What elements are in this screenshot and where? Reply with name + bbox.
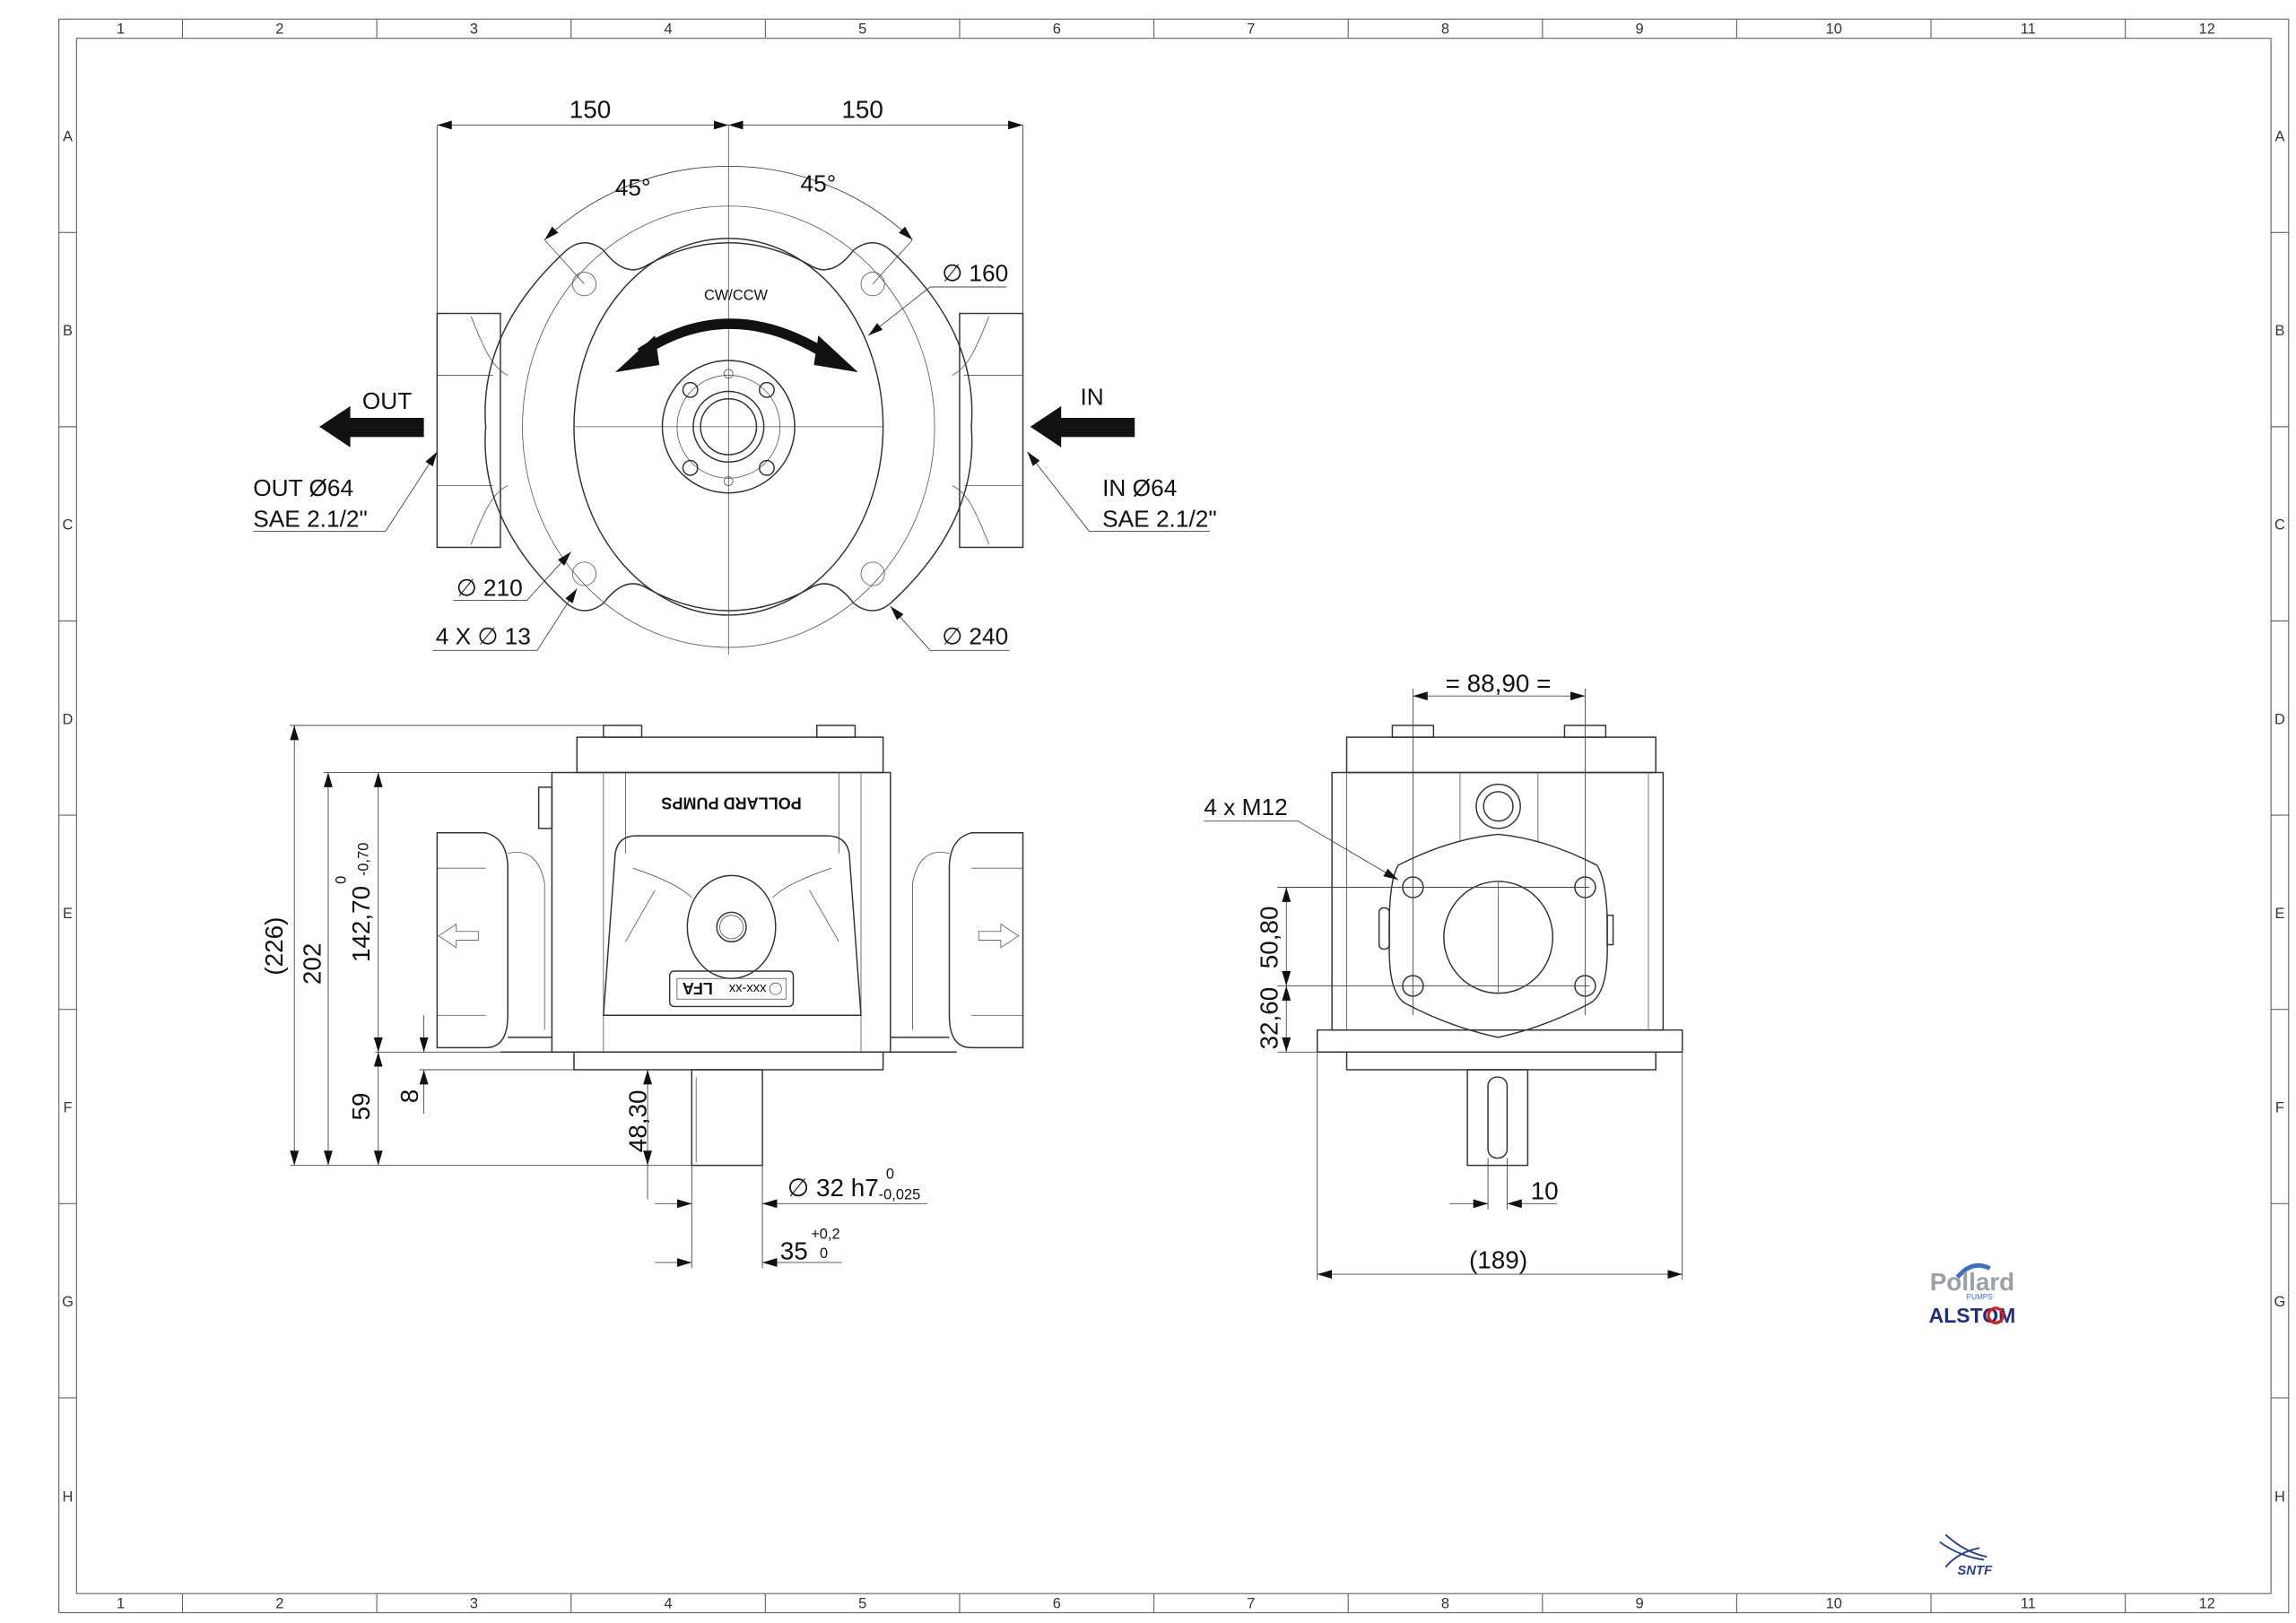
bottom-column-label: 8	[1441, 1596, 1449, 1612]
alstom-logo: ALSTOM	[1929, 1304, 2016, 1327]
in-port-diameter: IN Ø64	[1102, 474, 1177, 501]
out-label: OUT	[362, 387, 412, 414]
top-column-label: 10	[1826, 22, 1842, 38]
out-arrow-icon	[319, 405, 424, 447]
top-column-label: 8	[1441, 22, 1449, 38]
out-port-sae: SAE 2.1/2"	[253, 505, 368, 532]
right-row-label: E	[2274, 906, 2284, 922]
top-column-label: 9	[1636, 22, 1644, 38]
bottom-column-label: 11	[2021, 1596, 2036, 1612]
top-view: 150 150 45° 45° CW/CCW	[253, 95, 1217, 655]
dim-d160: ∅ 160	[942, 259, 1008, 286]
right-row-label: B	[2274, 323, 2284, 339]
dim-226: (226)	[260, 917, 288, 976]
top-column-label: 1	[117, 22, 125, 38]
right-row-label: A	[2274, 129, 2284, 145]
left-row-label: H	[63, 1489, 74, 1506]
dim-35-tol-lower: 0	[820, 1245, 828, 1262]
dim-59: 59	[347, 1093, 375, 1121]
top-column-label: 12	[2199, 22, 2215, 38]
dim-50-80: 50,80	[1255, 906, 1283, 968]
dim-35-tol-upper: +0,2	[811, 1227, 839, 1243]
left-row-label: B	[63, 323, 73, 339]
dim-d240: ∅ 240	[942, 623, 1008, 650]
angle-45-left: 45°	[615, 174, 651, 201]
left-row-label: D	[63, 711, 74, 727]
top-column-label: 5	[858, 22, 866, 38]
top-column-label: 3	[470, 22, 478, 38]
dim-88-90: = 88,90 =	[1446, 669, 1552, 697]
side-view: = 88,90 = 4 x M12 50,80 32,60 10 (189)	[1204, 669, 1683, 1280]
front-view: POLLARD PUMPS xxx-xx LFA (226) 202 142,7…	[260, 725, 1024, 1269]
dim-32-60: 32,60	[1255, 987, 1283, 1050]
right-row-label: H	[2274, 1489, 2285, 1506]
dim-d210: ∅ 210	[457, 575, 523, 602]
sntf-logo: SNTF	[1939, 1533, 1994, 1578]
svg-text:PUMPS: PUMPS	[1967, 1293, 1994, 1301]
left-row-label: C	[63, 517, 74, 534]
dim-holes: 4 X ∅ 13	[436, 623, 531, 650]
left-row-label: G	[62, 1294, 74, 1310]
dim-150-left: 150	[570, 95, 612, 123]
angle-45-right: 45°	[801, 169, 837, 196]
right-row-label: G	[2274, 1294, 2286, 1310]
left-row-label: F	[63, 1100, 72, 1116]
shaft-tol-lower: -0,025	[879, 1186, 921, 1202]
bottom-column-label: 12	[2199, 1596, 2215, 1612]
right-row-label: D	[2274, 711, 2285, 727]
top-column-label: 11	[2021, 22, 2036, 38]
dim-142-tol-lower: -0,70	[355, 843, 371, 876]
top-column-label: 4	[664, 22, 672, 38]
bottom-column-label: 4	[664, 1596, 672, 1612]
in-label: IN	[1081, 383, 1104, 410]
plate-code: xxx-xx	[728, 981, 766, 995]
bottom-column-label: 6	[1053, 1596, 1061, 1612]
top-column-label: 2	[275, 22, 283, 38]
shaft-tol-upper: 0	[886, 1166, 894, 1182]
svg-text:SNTF: SNTF	[1958, 1564, 1994, 1578]
svg-text:ALSTOM: ALSTOM	[1929, 1304, 2016, 1327]
bottom-column-label: 1	[117, 1596, 125, 1612]
bottom-column-label: 5	[858, 1596, 866, 1612]
dim-142-70: 142,70	[347, 886, 375, 962]
left-row-label: E	[63, 906, 73, 922]
dim-150-right: 150	[841, 95, 883, 123]
brand-embossing: POLLARD PUMPS	[661, 794, 801, 812]
rotation-label: CW/CCW	[704, 288, 769, 304]
bottom-column-label: 7	[1247, 1596, 1255, 1612]
in-port-sae: SAE 2.1/2"	[1102, 505, 1217, 532]
in-arrow-icon	[1030, 405, 1135, 447]
top-column-label: 6	[1053, 22, 1061, 38]
rotation-arrow-icon	[637, 318, 827, 358]
top-column-label: 7	[1247, 22, 1255, 38]
dim-35: 35	[780, 1237, 808, 1265]
plate-model: LFA	[683, 979, 713, 997]
dim-8: 8	[396, 1089, 423, 1104]
left-row-label: A	[63, 129, 73, 145]
dim-48-30: 48,30	[623, 1090, 651, 1153]
bottom-column-label: 3	[470, 1596, 478, 1612]
bottom-column-label: 10	[1826, 1596, 1842, 1612]
bottom-column-label: 2	[275, 1596, 283, 1612]
bottom-column-label: 9	[1636, 1596, 1644, 1612]
out-port-diameter: OUT Ø64	[253, 474, 353, 501]
svg-text:Pollard: Pollard	[1930, 1268, 2015, 1296]
shaft-diameter: ∅ 32 h7	[787, 1174, 879, 1202]
dim-202: 202	[299, 943, 326, 985]
right-row-label: F	[2275, 1100, 2284, 1116]
dim-189: (189)	[1469, 1246, 1527, 1274]
dim-key-10: 10	[1531, 1176, 1559, 1204]
thread-callout: 4 x M12	[1204, 794, 1287, 820]
right-row-label: C	[2274, 517, 2285, 534]
dim-142-tol-upper: 0	[334, 876, 350, 884]
pollard-logo: Pollard PUMPS	[1930, 1263, 2015, 1301]
